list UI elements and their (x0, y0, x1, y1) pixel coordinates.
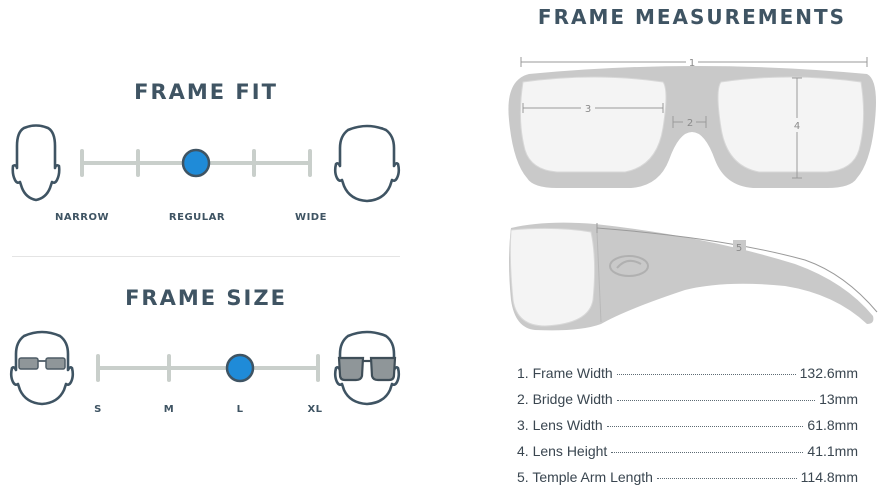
spec-label: 3. Lens Width (517, 417, 603, 433)
spec-label: 1. Frame Width (517, 365, 613, 381)
dim-number-3: 3 (585, 104, 591, 115)
frame-measurements-title: FRAME MEASUREMENTS (537, 5, 847, 29)
spec-leader (611, 452, 804, 453)
spec-label: 5. Temple Arm Length (517, 469, 653, 485)
narrow-head-icon (11, 124, 61, 202)
frame-size-slider[interactable] (92, 350, 324, 386)
spec-value: 41.1mm (807, 443, 858, 459)
dim-number-2: 2 (687, 118, 693, 129)
size-label-s: S (94, 404, 102, 415)
front-view-diagram: 1 3 2 4 (508, 55, 876, 188)
spec-row: 2. Bridge Width 13mm (517, 391, 858, 407)
spec-leader (616, 400, 816, 401)
spec-leader (616, 374, 796, 375)
size-label-xl: XL (307, 404, 323, 415)
size-label-l: L (236, 404, 244, 415)
dim-number-1: 1 (689, 58, 695, 69)
spec-row: 1. Frame Width 132.6mm (517, 365, 858, 381)
frame-fit-title: FRAME FIT (134, 80, 278, 104)
dim-number-4: 4 (794, 121, 800, 132)
spec-leader (656, 478, 797, 479)
spec-value: 13mm (819, 391, 858, 407)
spec-value: 61.8mm (807, 417, 858, 433)
size-label-m: M (163, 404, 175, 415)
fit-label-regular: REGULAR (168, 212, 226, 223)
small-glasses-head-icon (9, 330, 75, 406)
spec-row: 5. Temple Arm Length 114.8mm (517, 469, 858, 485)
spec-value: 132.6mm (799, 365, 858, 381)
section-divider (12, 256, 400, 257)
wide-head-icon (333, 124, 401, 203)
dim-number-5: 5 (736, 243, 742, 254)
spec-row: 3. Lens Width 61.8mm (517, 417, 858, 433)
fit-label-wide: WIDE (295, 212, 327, 223)
side-view-diagram: 5 (509, 222, 878, 331)
large-glasses-head-icon (333, 330, 401, 406)
costa-logo-icon (609, 255, 649, 277)
spec-label: 4. Lens Height (517, 443, 608, 459)
frame-fit-slider[interactable] (76, 145, 316, 181)
spec-leader (606, 426, 804, 427)
spec-label: 2. Bridge Width (517, 391, 613, 407)
spec-value: 114.8mm (800, 469, 858, 485)
fit-label-narrow: NARROW (54, 212, 110, 223)
frame-size-selected-marker (225, 353, 255, 383)
frame-fit-selected-marker (181, 148, 211, 178)
spec-row: 4. Lens Height 41.1mm (517, 443, 858, 459)
frame-size-title: FRAME SIZE (125, 286, 287, 310)
